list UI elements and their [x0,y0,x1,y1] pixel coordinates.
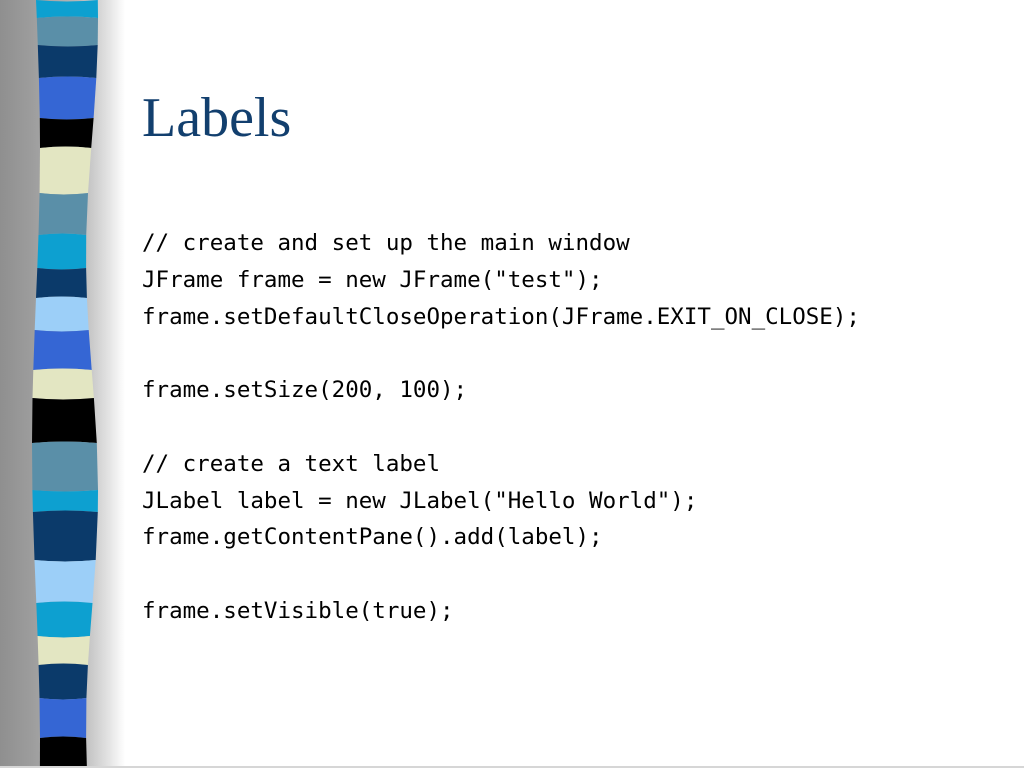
strip-band [32,368,94,400]
strip-band [32,398,97,443]
strip-band [37,233,87,270]
strip-band [39,736,87,768]
strip-band [37,636,90,665]
strip-band [37,45,98,78]
code-line: JFrame frame = new JFrame("test"); [142,266,603,293]
code-line-blank [142,335,1002,372]
strip-band [34,560,96,603]
strip-band [32,490,98,512]
code-line: frame.setDefaultCloseOperation(JFrame.EX… [142,303,860,330]
code-block: // create and set up the main window JFr… [142,225,1002,630]
code-line: frame.setVisible(true); [142,597,454,624]
code-line-blank [142,409,1002,446]
strip-band [36,16,98,47]
decorative-color-strip [32,0,98,768]
strip-band [38,76,97,120]
strip-band [39,118,94,148]
code-line: JLabel label = new JLabel("Hello World")… [142,487,698,514]
code-line: // create a text label [142,450,441,477]
strip-band [36,0,98,18]
strip-band [36,601,93,638]
strip-band [39,146,92,195]
slide-title: Labels [142,87,292,149]
strip-band [32,510,98,562]
strip-band [36,268,87,298]
code-line: // create and set up the main window [142,230,630,256]
strip-band [38,663,88,700]
strip-band [39,698,87,738]
code-line: frame.setSize(200, 100); [142,377,468,404]
code-line-blank [142,556,1002,593]
strip-band [32,441,98,492]
code-line: frame.getContentPane().add(label); [142,524,603,551]
strip-band [38,193,88,235]
strip-band [33,330,92,370]
strip-band [34,296,89,332]
bottom-divider [0,766,1024,768]
